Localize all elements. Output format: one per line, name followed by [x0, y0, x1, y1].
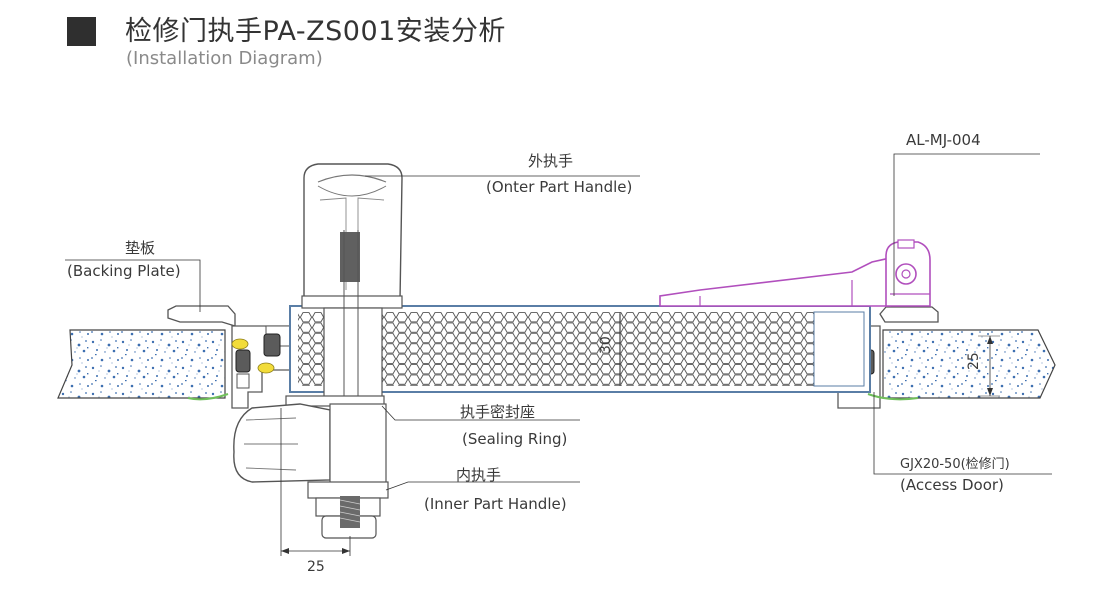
hinge-al-mj-004 [659, 239, 931, 307]
leader-hinge [893, 153, 1040, 296]
dim-frame-depth-label: 25 [966, 352, 982, 370]
label-sealing-ring-cn: 执手密封座 [460, 403, 535, 421]
label-outer-handle-en: (Onter Part Handle) [486, 178, 632, 196]
title-square-icon [67, 17, 96, 46]
backing-plate-right [879, 306, 939, 323]
backing-plate-left [167, 305, 236, 327]
leader-lines [65, 153, 1052, 491]
label-access-door-en: (Access Door) [900, 476, 1004, 494]
door-panel [289, 305, 871, 393]
dim-handle-offset-label: 25 [307, 559, 325, 575]
leader-access-door [873, 392, 1052, 475]
inner-handle [233, 403, 389, 539]
page-title: 检修门执手PA-ZS001安装分析 [125, 16, 506, 47]
label-access-door-code: GJX20-50(检修门) [900, 457, 1010, 472]
outer-handle [301, 163, 403, 508]
right-wall-board [882, 329, 1056, 399]
dim-frame-depth: 25 [966, 335, 1000, 397]
label-inner-handle-en: (Inner Part Handle) [424, 495, 567, 513]
label-backing-plate-en: (Backing Plate) [67, 262, 181, 280]
dim-handle-offset: 25 [280, 408, 351, 575]
leader-inner-handle [385, 481, 580, 491]
gasket-right [867, 393, 919, 401]
label-outer-handle-cn: 外执手 [528, 152, 573, 170]
label-hinge-code: AL-MJ-004 [906, 131, 981, 149]
leader-sealing-ring [381, 405, 580, 421]
left-wall-board [57, 329, 226, 399]
label-inner-handle-cn: 内执手 [456, 466, 501, 484]
leader-backing-plate [65, 259, 201, 312]
page-subtitle: (Installation Diagram) [126, 48, 323, 69]
gasket-left [187, 393, 229, 401]
dim-panel-thickness-label: 30 [598, 336, 614, 354]
frame-profile-left [231, 325, 291, 409]
label-sealing-ring-en: (Sealing Ring) [462, 430, 567, 448]
dim-panel-thickness: 30 [598, 314, 621, 384]
label-backing-plate-cn: 垫板 [125, 239, 155, 257]
